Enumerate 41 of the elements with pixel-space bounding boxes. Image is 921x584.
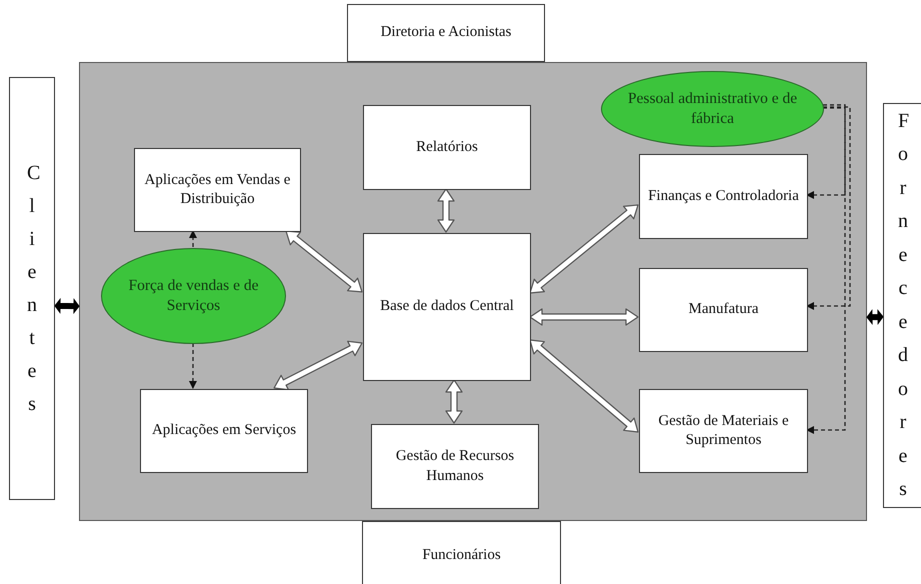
vertical-label: Fornecedores	[897, 108, 918, 502]
node-label: Funcionários	[421, 546, 502, 566]
node-label: Força de vendas e de Serviços	[128, 276, 260, 316]
hollow-arrow	[445, 379, 463, 424]
dashed-arrow	[806, 106, 851, 310]
hollow-arrow	[529, 204, 639, 294]
double-arrow	[54, 298, 80, 314]
hollow-arrow	[285, 230, 363, 292]
process-box	[363, 105, 531, 190]
process-box	[639, 154, 808, 239]
system-panel	[79, 62, 867, 521]
dashed-arrow	[188, 343, 197, 389]
node-label: Finanças e Controladoria	[647, 186, 800, 206]
dashed-arrow	[806, 107, 846, 434]
side-box	[883, 103, 921, 508]
process-box	[140, 389, 308, 473]
hollow-arrow	[274, 340, 363, 390]
process-box	[362, 521, 561, 584]
node-label: Relatórios	[415, 138, 479, 157]
process-box	[134, 148, 301, 232]
dashed-arrow	[189, 230, 197, 247]
hollow-arrow	[529, 339, 639, 433]
dashed-arrow	[806, 104, 846, 199]
node-label: Gestão de Recursos Humanos	[394, 447, 516, 486]
side-box	[9, 77, 55, 500]
node-label: Aplicações em Vendas e Distribuição	[144, 170, 292, 209]
node-label: Aplicações em Serviços	[150, 421, 298, 440]
process-box	[347, 4, 545, 62]
process-box	[639, 389, 808, 473]
hollow-arrow	[529, 308, 639, 326]
node-label: Pessoal administrativo e de fábrica	[626, 88, 798, 129]
node-label: Base de dados Central	[379, 297, 515, 316]
process-box	[371, 424, 539, 509]
process-box	[639, 268, 808, 352]
node-label: Manufatura	[688, 300, 760, 320]
hollow-arrow	[437, 188, 455, 233]
node-label: Diretoria e Acionistas	[380, 23, 512, 42]
process-box	[363, 233, 531, 381]
vertical-label: Clientes	[26, 160, 47, 416]
node-label: Gestão de Materiais e Suprimentos	[657, 412, 790, 450]
double-arrow	[866, 309, 884, 326]
